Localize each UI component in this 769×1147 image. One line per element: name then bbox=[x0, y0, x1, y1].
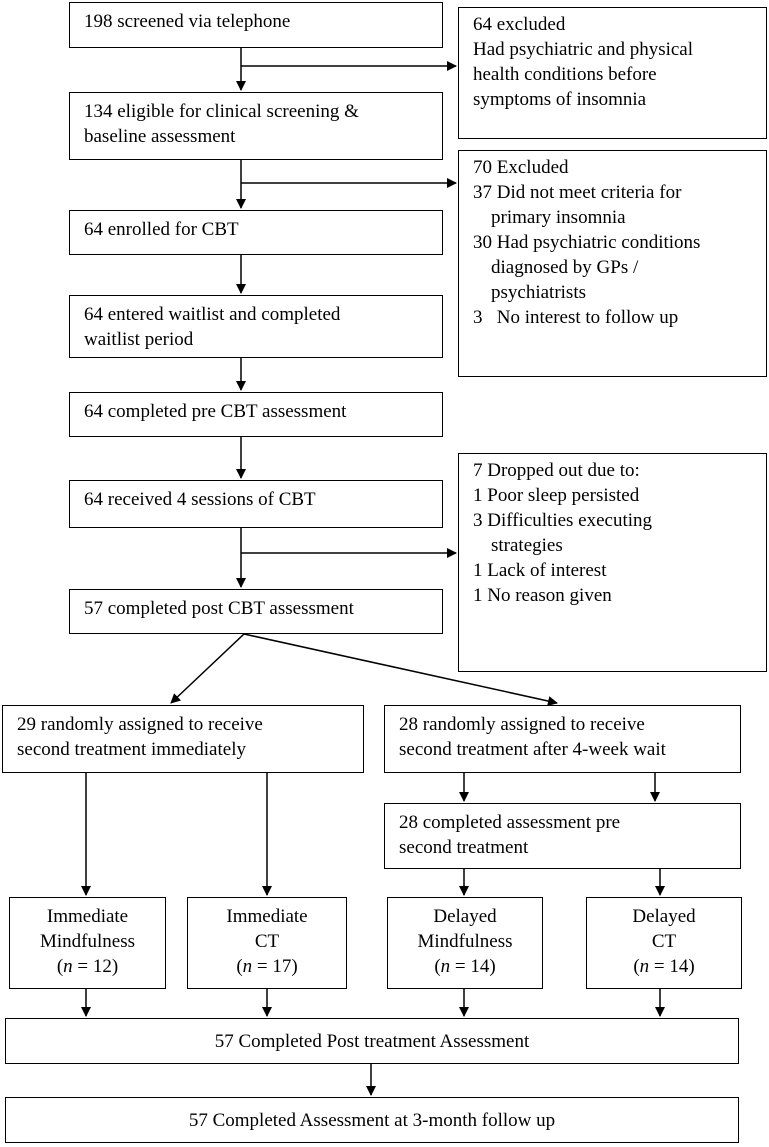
arm-3-n: (n = 14) bbox=[434, 956, 496, 977]
immediate-group-line-1: 29 randomly assigned to receive bbox=[17, 714, 263, 735]
dropped-line-2: 3 Difficulties executing bbox=[473, 510, 653, 531]
excluded-2-title: 70 Excluded bbox=[473, 157, 569, 178]
pre-cbt-text: 64 completed pre CBT assessment bbox=[84, 401, 347, 422]
received-cbt-text: 64 received 4 sessions of CBT bbox=[84, 489, 316, 510]
delayed-group-box: 28 randomly assigned to receive second t… bbox=[384, 705, 741, 773]
excluded-2-line-6: 3 No interest to follow up bbox=[473, 307, 679, 328]
excluded-1-title: 64 excluded bbox=[473, 14, 566, 35]
excluded-2-line-1: 37 Did not meet criteria for bbox=[473, 182, 682, 203]
delayed-group-line-2: second treatment after 4-week wait bbox=[399, 739, 666, 760]
arm-1-line-1: Immediate bbox=[46, 906, 129, 927]
arm-4-line-1: Delayed bbox=[632, 906, 696, 927]
arm-4-n-value: = 14) bbox=[649, 956, 695, 977]
waitlist-line-1: 64 entered waitlist and completed bbox=[84, 304, 341, 325]
arm-3-line-2: Mindfulness bbox=[417, 931, 513, 952]
eligible-line-2: baseline assessment bbox=[84, 126, 236, 147]
arm-delayed-mindfulness: Delayed Mindfulness (n = 14) bbox=[387, 897, 543, 989]
enrolled-text: 64 enrolled for CBT bbox=[84, 219, 239, 240]
arm-3-line-1: Delayed bbox=[433, 906, 497, 927]
enrolled-box: 64 enrolled for CBT bbox=[69, 210, 443, 255]
arm-2-n-value: = 17) bbox=[252, 956, 298, 977]
arm-4-n-label: n bbox=[639, 956, 650, 977]
immediate-group-line-2: second treatment immediately bbox=[17, 739, 246, 760]
arrow-postcbt-to-delayed bbox=[243, 633, 558, 706]
arm-3-n-label: n bbox=[440, 956, 451, 977]
excluded-1-line-1: Had psychiatric and physical bbox=[473, 39, 694, 60]
post-treatment-box: 57 Completed Post treatment Assessment bbox=[5, 1018, 739, 1064]
excluded-1-line-3: symptoms of insomnia bbox=[473, 89, 647, 110]
arm-1-line-2: Mindfulness bbox=[40, 931, 135, 952]
post-cbt-text: 57 completed post CBT assessment bbox=[84, 598, 354, 619]
excluded-1-line-2: health conditions before bbox=[473, 64, 657, 85]
arrow-postcbt-to-immediate bbox=[170, 633, 245, 704]
dropped-line-1: 1 Poor sleep persisted bbox=[473, 485, 640, 506]
post-cbt-box: 57 completed post CBT assessment bbox=[69, 589, 443, 634]
dropped-out-box: 7 Dropped out due to: 1 Poor sleep persi… bbox=[458, 453, 767, 672]
immediate-group-box: 29 randomly assigned to receive second t… bbox=[2, 705, 364, 773]
followup-text: 57 Completed Assessment at 3-month follo… bbox=[188, 1109, 556, 1131]
arm-4-line-2: CT bbox=[651, 931, 677, 952]
arm-1-n: (n = 12) bbox=[56, 956, 119, 977]
screened-text: 198 screened via telephone bbox=[84, 11, 291, 32]
dropped-line-3: strategies bbox=[491, 535, 563, 556]
dropped-line-5: 1 No reason given bbox=[473, 585, 612, 606]
arm-1-n-label: n bbox=[63, 956, 73, 977]
arm-2-line-2: CT bbox=[254, 931, 280, 952]
excluded-2-line-4: diagnosed by GPs / bbox=[491, 257, 639, 278]
pre-cbt-box: 64 completed pre CBT assessment bbox=[69, 392, 443, 437]
arm-immediate-ct: Immediate CT (n = 17) bbox=[187, 897, 347, 989]
excluded-2-line-3: 30 Had psychiatric conditions bbox=[473, 232, 701, 253]
pre-second-treatment-box: 28 completed assessment pre second treat… bbox=[384, 803, 741, 869]
waitlist-box: 64 entered waitlist and completed waitli… bbox=[69, 295, 443, 358]
eligible-line-1: 134 eligible for clinical screening & bbox=[84, 101, 359, 122]
arm-2-line-1: Immediate bbox=[226, 906, 308, 927]
excluded-1-box: 64 excluded Had psychiatric and physical… bbox=[458, 7, 767, 139]
eligible-box: 134 eligible for clinical screening & ba… bbox=[69, 92, 443, 160]
arm-immediate-mindfulness: Immediate Mindfulness (n = 12) bbox=[9, 897, 166, 989]
received-cbt-box: 64 received 4 sessions of CBT bbox=[69, 480, 443, 528]
arm-2-n: (n = 17) bbox=[236, 956, 298, 977]
excluded-2-box: 70 Excluded 37 Did not meet criteria for… bbox=[458, 150, 767, 377]
screened-box: 198 screened via telephone bbox=[69, 2, 443, 48]
arm-3-n-value: = 14) bbox=[450, 956, 496, 977]
followup-box: 57 Completed Assessment at 3-month follo… bbox=[5, 1097, 739, 1143]
excluded-2-line-5: psychiatrists bbox=[491, 282, 586, 303]
arm-4-n: (n = 14) bbox=[633, 956, 695, 977]
pre-second-line-1: 28 completed assessment pre bbox=[399, 812, 621, 833]
dropped-title: 7 Dropped out due to: bbox=[473, 460, 640, 481]
waitlist-line-2: waitlist period bbox=[84, 329, 194, 350]
excluded-2-line-2: primary insomnia bbox=[491, 207, 626, 228]
dropped-line-4: 1 Lack of interest bbox=[473, 560, 607, 581]
arm-delayed-ct: Delayed CT (n = 14) bbox=[586, 897, 742, 989]
arm-1-n-value: = 12) bbox=[72, 956, 119, 977]
delayed-group-line-1: 28 randomly assigned to receive bbox=[399, 714, 645, 735]
arm-2-n-label: n bbox=[242, 956, 253, 977]
post-treatment-text: 57 Completed Post treatment Assessment bbox=[214, 1030, 530, 1052]
pre-second-line-2: second treatment bbox=[399, 837, 529, 858]
